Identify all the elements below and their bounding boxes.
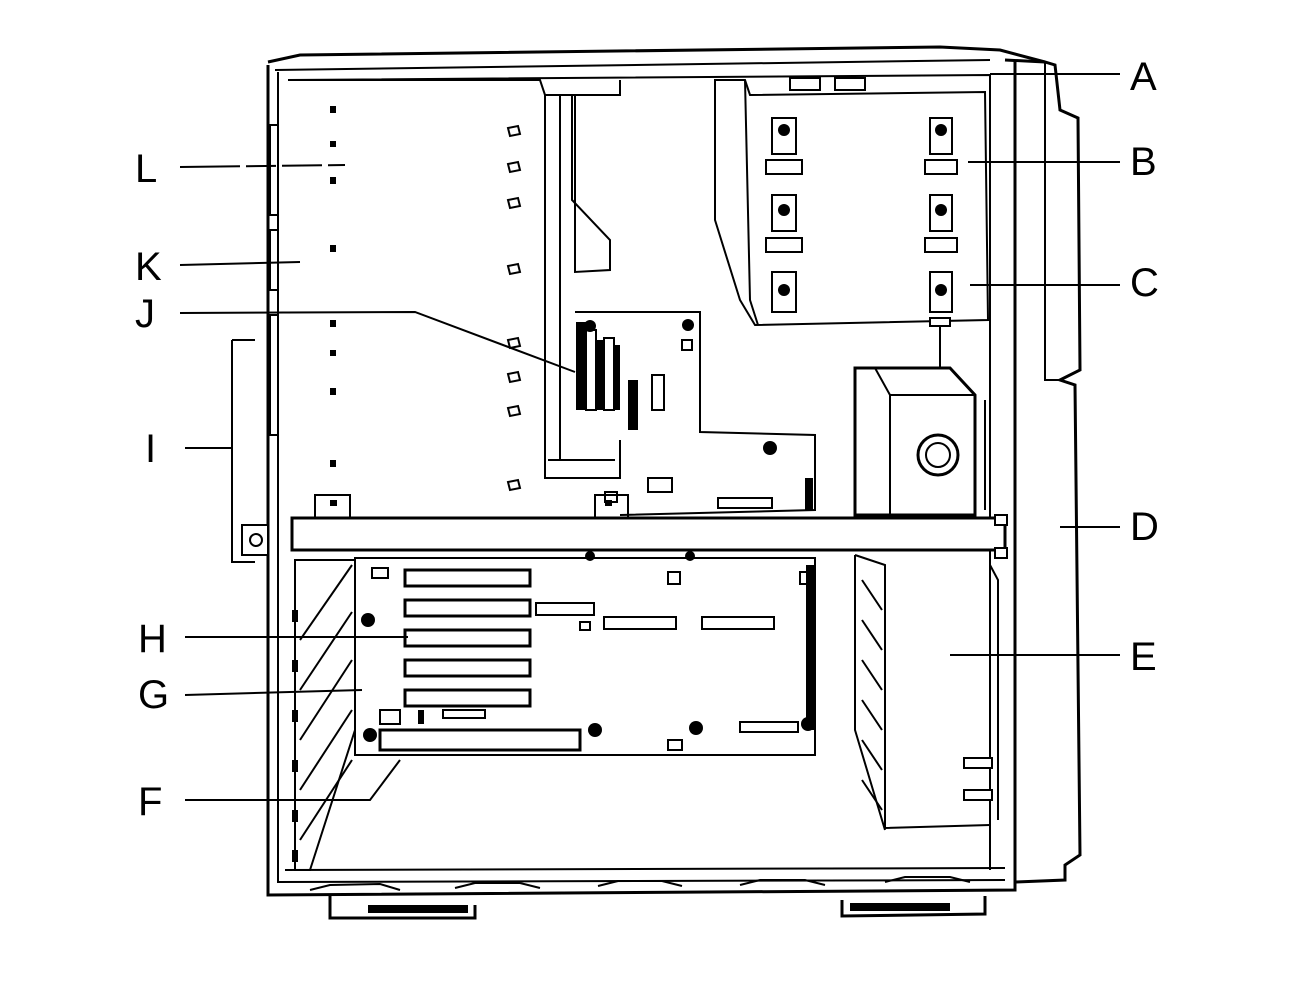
callout-d: D: [1130, 505, 1159, 549]
left-edge-strip: [269, 124, 279, 436]
processor-board: [575, 311, 816, 516]
leader-k: [179, 261, 301, 266]
callout-k: K: [135, 245, 162, 289]
chassis-feet: [309, 876, 987, 920]
side-cover-panel: [1004, 58, 1082, 884]
callout-h: H: [138, 617, 167, 661]
callout-i: I: [145, 427, 156, 471]
callout-g: G: [138, 673, 169, 717]
expansion-card-guides: [292, 559, 356, 871]
callout-b: B: [1130, 140, 1157, 184]
system-board: [354, 551, 816, 756]
power-supply-fan: [853, 366, 986, 517]
callout-j: J: [135, 292, 155, 336]
processor-bracket: [544, 95, 621, 479]
leader-lines: [179, 73, 1120, 801]
expansion-bracket: [241, 524, 269, 556]
callout-a: A: [1130, 55, 1157, 99]
chassis-crossbar: [290, 494, 1008, 559]
callout-e: E: [1130, 635, 1157, 679]
leader-f: [185, 759, 401, 801]
callout-l: L: [135, 147, 157, 191]
callout-f: F: [138, 780, 162, 824]
leader-g: [184, 689, 363, 696]
callout-labels: A B C D E F G H I J K L: [135, 55, 1159, 824]
leader-i: [185, 339, 255, 563]
drive-cage: [714, 77, 990, 368]
leader-j: [179, 310, 576, 373]
power-supply-bay: [854, 554, 999, 831]
upper-mounting-plate: [288, 79, 621, 492]
leader-l: [179, 164, 346, 168]
callout-c: C: [1130, 261, 1159, 305]
